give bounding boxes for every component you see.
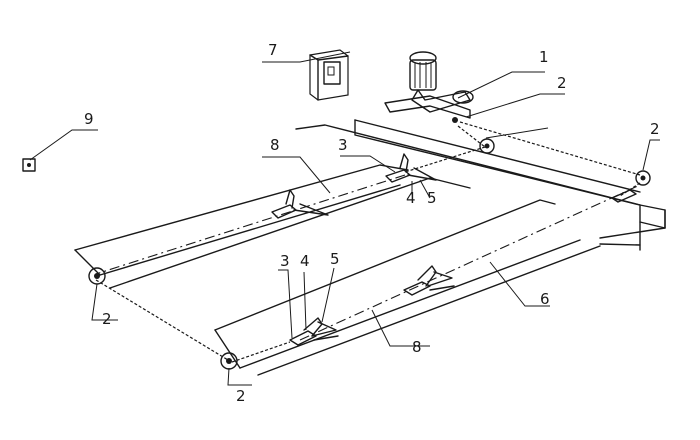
raised-bed — [295, 119, 666, 251]
label-5b: 5 — [330, 250, 340, 268]
upper-platform — [74, 164, 471, 289]
label-2d: 2 — [236, 387, 246, 405]
label-4b: 4 — [300, 252, 310, 270]
label-8a: 8 — [270, 136, 280, 154]
switch-symbol — [22, 158, 36, 172]
right-bracket — [611, 189, 637, 203]
label-2c: 2 — [102, 310, 112, 328]
label-5a: 5 — [427, 189, 437, 207]
motor-drive-unit — [384, 51, 474, 123]
control-box — [309, 49, 349, 101]
label-2b: 2 — [650, 120, 660, 138]
clamp-upper-left — [271, 189, 329, 219]
lower-platform — [214, 199, 601, 376]
label-3a: 3 — [338, 136, 348, 154]
label-4a: 4 — [406, 189, 416, 207]
callout-labels: 1 2 2 7 9 8 3 4 5 2 2 3 4 5 6 8 — [84, 41, 660, 405]
label-6: 6 — [540, 290, 550, 308]
label-7: 7 — [268, 41, 278, 59]
sprocket-left — [88, 267, 106, 285]
label-2a: 2 — [557, 74, 567, 92]
clamp-lower-left — [289, 317, 339, 346]
label-9: 9 — [84, 110, 94, 128]
leader-lines — [29, 51, 660, 386]
label-8b: 8 — [412, 338, 422, 356]
clamp-lower-right — [403, 265, 455, 296]
sprocket-top-right-2 — [635, 170, 651, 186]
label-1: 1 — [539, 48, 549, 66]
clamp-upper-right — [385, 153, 437, 183]
sprocket-top-right-1 — [479, 138, 495, 154]
label-3b: 3 — [280, 252, 290, 270]
chain-loop — [95, 121, 641, 363]
